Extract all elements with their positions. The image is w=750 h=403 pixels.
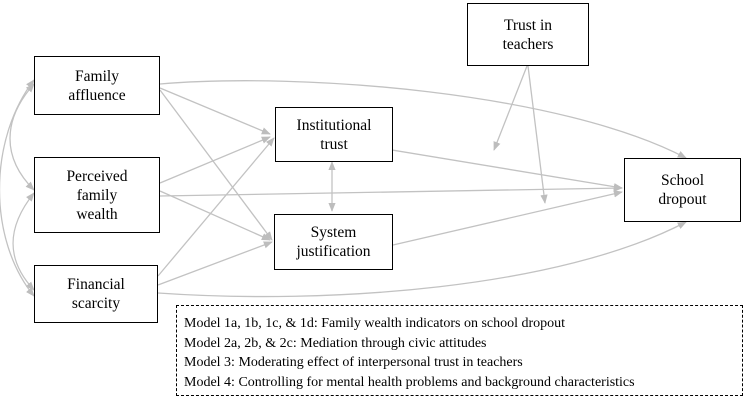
arrow-scarcity-to-dropout — [157, 221, 687, 298]
arrow-scarcity-to-institutional — [157, 137, 275, 277]
arrow-perceived-to-institutional — [159, 136, 271, 184]
legend-line-model-2: Model 2a, 2b, & 2c: Mediation through ci… — [184, 335, 487, 351]
arc-perceived-scarcity — [12, 192, 35, 291]
arrow-perceived-to-system — [159, 190, 271, 241]
arrow-institutional-to-dropout — [379, 147, 623, 191]
arrow-affluence-to-system — [159, 89, 273, 241]
arrow-affluence-to-dropout — [159, 80, 687, 159]
arrow-perceived-to-dropout — [159, 184, 623, 197]
arrow-scarcity-to-system — [157, 241, 273, 286]
arrow-affluence-to-institutional — [159, 87, 271, 135]
legend-line-model-3: Model 3: Moderating effect of interperso… — [184, 355, 523, 370]
model-legend: Model 1a, 1b, 1c, & 1d: Family wealth in… — [176, 305, 743, 396]
arrow-system-to-dropout — [392, 190, 623, 246]
legend-line-model-4: Model 4: Controlling for mental health p… — [184, 374, 635, 390]
arc-affluence-perceived — [9, 83, 35, 191]
arrow-trust-moderator-1 — [493, 65, 528, 151]
legend-line-model-1: Model 1a, 1b, 1c, & 1d: Family wealth in… — [184, 316, 566, 331]
arc-affluence-scarcity — [0, 79, 35, 297]
arrow-trust-moderator-2 — [527, 65, 548, 204]
